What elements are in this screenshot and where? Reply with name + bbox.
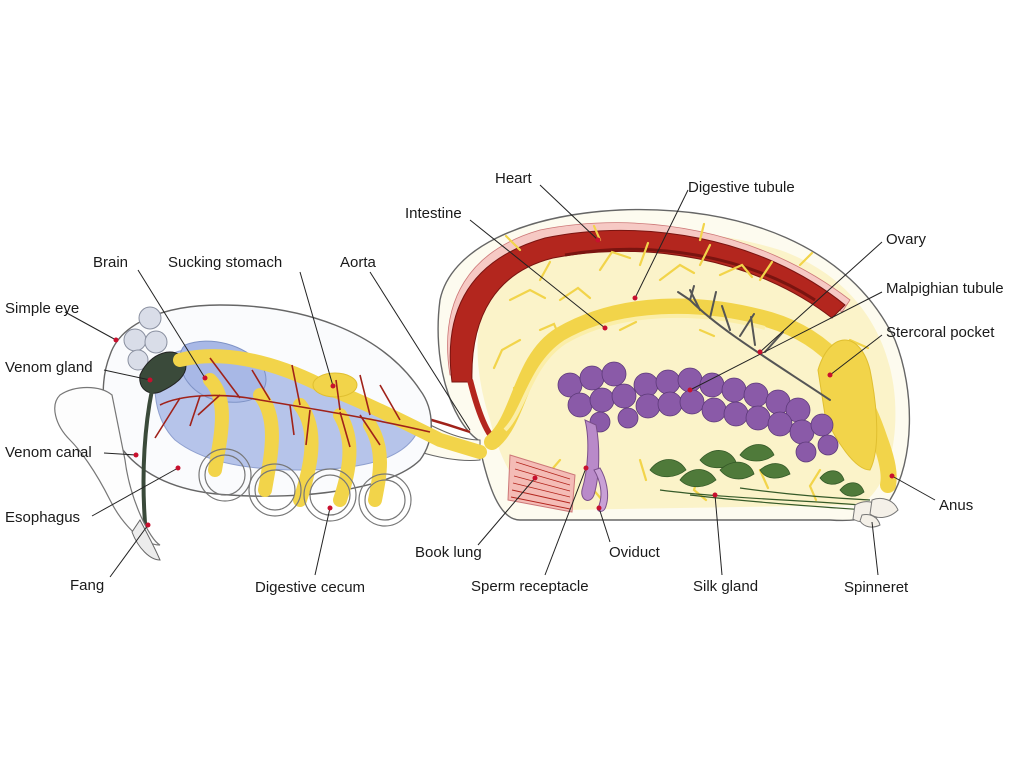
- label-spinneret: Spinneret: [844, 579, 909, 596]
- label-aorta: Aorta: [340, 254, 377, 271]
- arteries: [154, 357, 431, 448]
- silk-glands: [649, 444, 865, 497]
- label-digestive-tubule: Digestive tubule: [688, 179, 795, 196]
- venom-canal: [141, 389, 154, 536]
- abdomen: [437, 208, 911, 528]
- labels: Heart Digestive tubule Intestine Ovary M…: [5, 170, 1004, 596]
- label-oviduct: Oviduct: [609, 544, 661, 561]
- oviduct: [593, 467, 609, 512]
- digestive-ceca: [173, 349, 487, 507]
- label-esophagus: Esophagus: [5, 509, 80, 526]
- malpighian-tubules: [677, 285, 831, 401]
- sperm-receptacle: [581, 419, 600, 501]
- leg-sockets: [198, 448, 412, 527]
- label-venom-canal: Venom canal: [5, 444, 92, 461]
- fang-outline: [131, 519, 161, 561]
- label-silk-gland: Silk gland: [693, 578, 758, 595]
- simple-eyes: [123, 306, 168, 371]
- spinnerets: [852, 497, 899, 528]
- ovary: [557, 361, 839, 463]
- marker-dots: [113, 237, 895, 528]
- silk-ducts: [659, 487, 871, 511]
- label-fang: Fang: [70, 577, 104, 594]
- heart-inner: [564, 247, 816, 302]
- label-ovary: Ovary: [886, 231, 927, 248]
- label-malpighian-tubule: Malpighian tubule: [886, 280, 1004, 297]
- label-simple-eye: Simple eye: [5, 300, 79, 317]
- intestine: [484, 298, 897, 493]
- label-anus: Anus: [939, 497, 973, 514]
- label-intestine: Intestine: [405, 205, 462, 222]
- leader-lines: [64, 184, 936, 578]
- label-sperm-receptacle: Sperm receptacle: [471, 578, 589, 595]
- label-venom-gland: Venom gland: [5, 359, 93, 376]
- label-book-lung: Book lung: [415, 544, 482, 561]
- label-sucking-stomach: Sucking stomach: [168, 254, 282, 271]
- label-heart: Heart: [495, 170, 533, 187]
- cephalothorax: [54, 304, 487, 561]
- label-stercoral-pocket: Stercoral pocket: [886, 324, 995, 341]
- label-brain: Brain: [93, 254, 128, 271]
- book-lung: [507, 454, 576, 513]
- label-digestive-cecum: Digestive cecum: [255, 579, 365, 596]
